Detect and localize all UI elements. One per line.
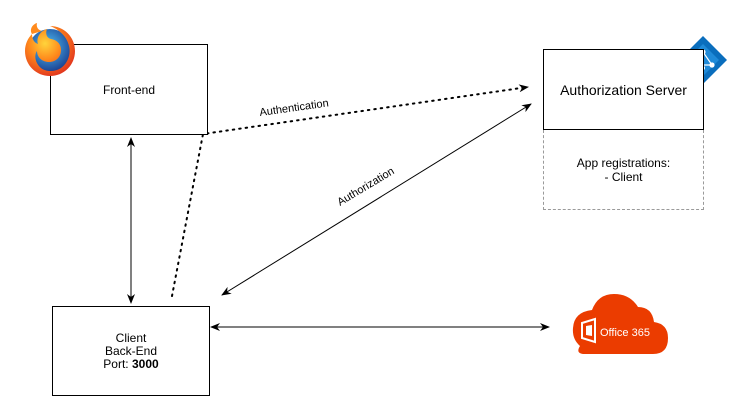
office365-cloud-icon: Office 365 xyxy=(572,294,668,354)
firefox-icon xyxy=(25,23,75,76)
office365-label: Office 365 xyxy=(600,327,650,339)
port-value: 3000 xyxy=(131,356,159,371)
authorization-label: Authorization xyxy=(335,165,396,208)
authorization-server-label: Authorization Server xyxy=(560,81,687,98)
client-backend-box: Client Back-End Port: 3000 xyxy=(52,306,210,396)
frontend-label: Front-end xyxy=(102,82,156,97)
app-registrations-client: - Client xyxy=(604,169,643,184)
authentication-label: Authentication xyxy=(259,97,330,119)
app-registrations-box: App registrations: - Client xyxy=(543,130,704,210)
port-label: Port: xyxy=(103,356,132,371)
authorization-connector xyxy=(221,103,532,296)
client-label: Client xyxy=(115,330,147,345)
frontend-box: Front-end xyxy=(50,44,208,135)
authorization-server-box: Authorization Server xyxy=(543,49,704,130)
office-logo-icon xyxy=(581,317,596,344)
backend-label: Back-End xyxy=(104,343,158,358)
port-line: Port: 3000 xyxy=(103,356,159,371)
app-registrations-title: App registrations: xyxy=(576,155,671,170)
